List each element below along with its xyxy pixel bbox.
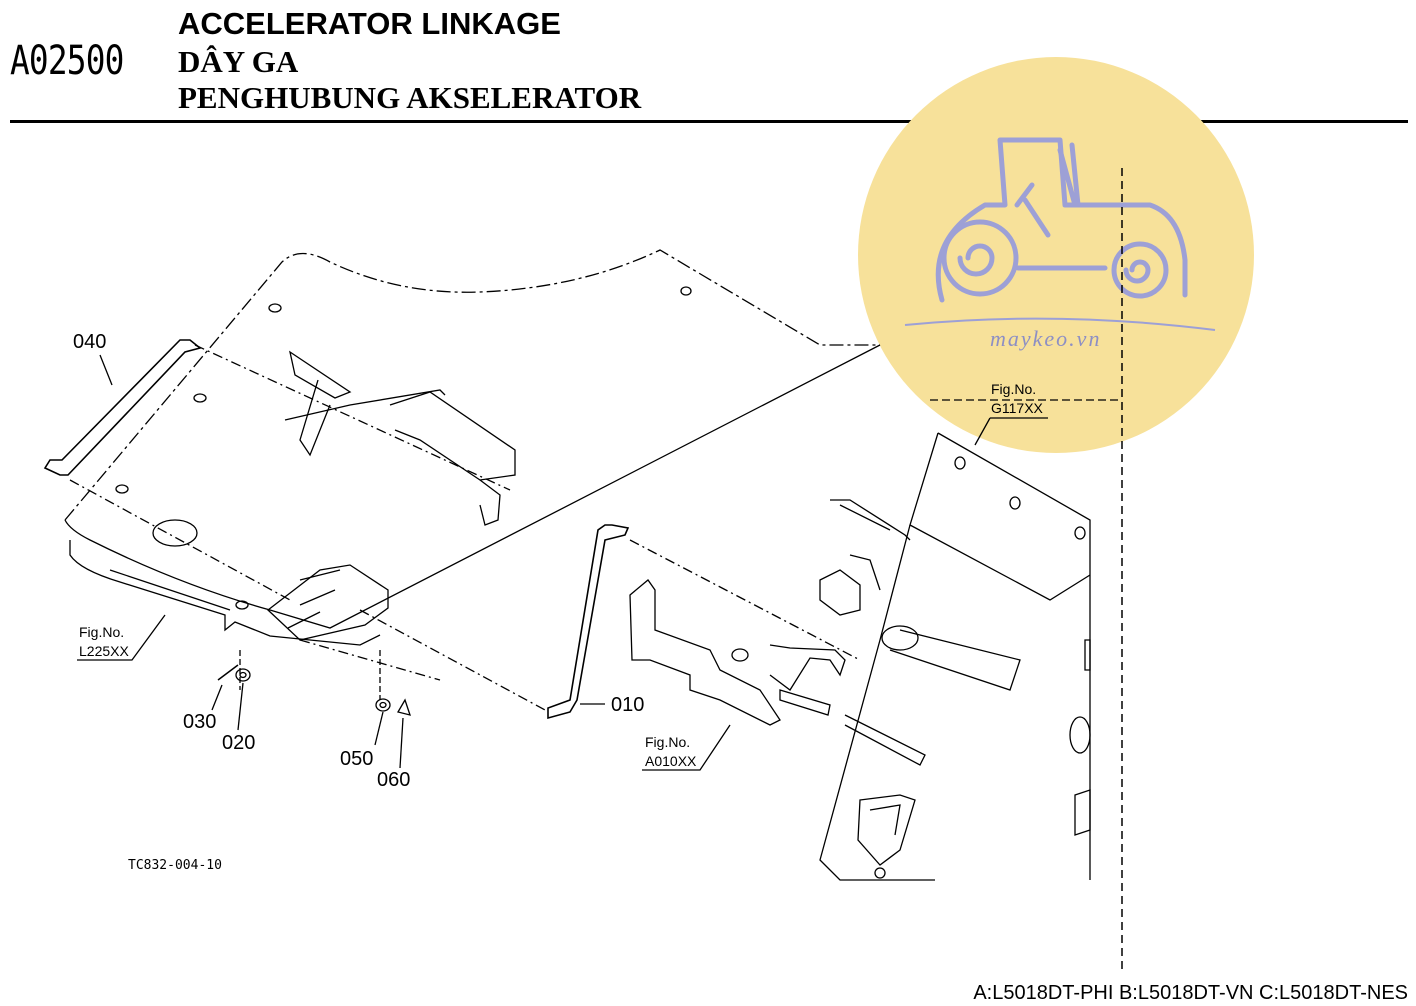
watermark-circle bbox=[858, 57, 1254, 453]
drawing-reference: TC832-004-10 bbox=[128, 858, 222, 873]
figref-code-g117: G117XX bbox=[991, 400, 1044, 416]
header-rule bbox=[10, 120, 1408, 123]
figref-label-g117: Fig.No. bbox=[991, 381, 1036, 397]
tractor-icon bbox=[935, 137, 1188, 303]
title-english: ACCELERATOR LINKAGE bbox=[178, 6, 561, 41]
callout-050: 050 bbox=[340, 748, 373, 770]
callout-060: 060 bbox=[377, 769, 410, 791]
diagram-linework bbox=[43, 249, 1120, 881]
model-codes-footer: A:L5018DT-PHI B:L5018DT-VN C:L5018DT-NES bbox=[973, 982, 1408, 1004]
title-indonesian: PENGHUBUNG AKSELERATOR bbox=[178, 80, 642, 115]
callout-010: 010 bbox=[611, 694, 644, 716]
section-code: A02500 bbox=[10, 38, 124, 84]
figref-label-l225: Fig.No. bbox=[79, 624, 124, 640]
watermark-text: maykeo.vn bbox=[990, 326, 1101, 351]
callout-020: 020 bbox=[222, 732, 255, 754]
watermark-logo: maykeo.vn bbox=[858, 57, 1254, 453]
figref-code-a010: A010XX bbox=[645, 753, 697, 769]
figref-label-a010: Fig.No. bbox=[645, 734, 690, 750]
watermark-swoosh bbox=[904, 317, 1216, 331]
figref-code-l225: L225XX bbox=[79, 643, 129, 659]
callout-040: 040 bbox=[73, 331, 106, 353]
callout-030: 030 bbox=[183, 711, 216, 733]
title-vietnamese: DÂY GA bbox=[178, 44, 299, 79]
